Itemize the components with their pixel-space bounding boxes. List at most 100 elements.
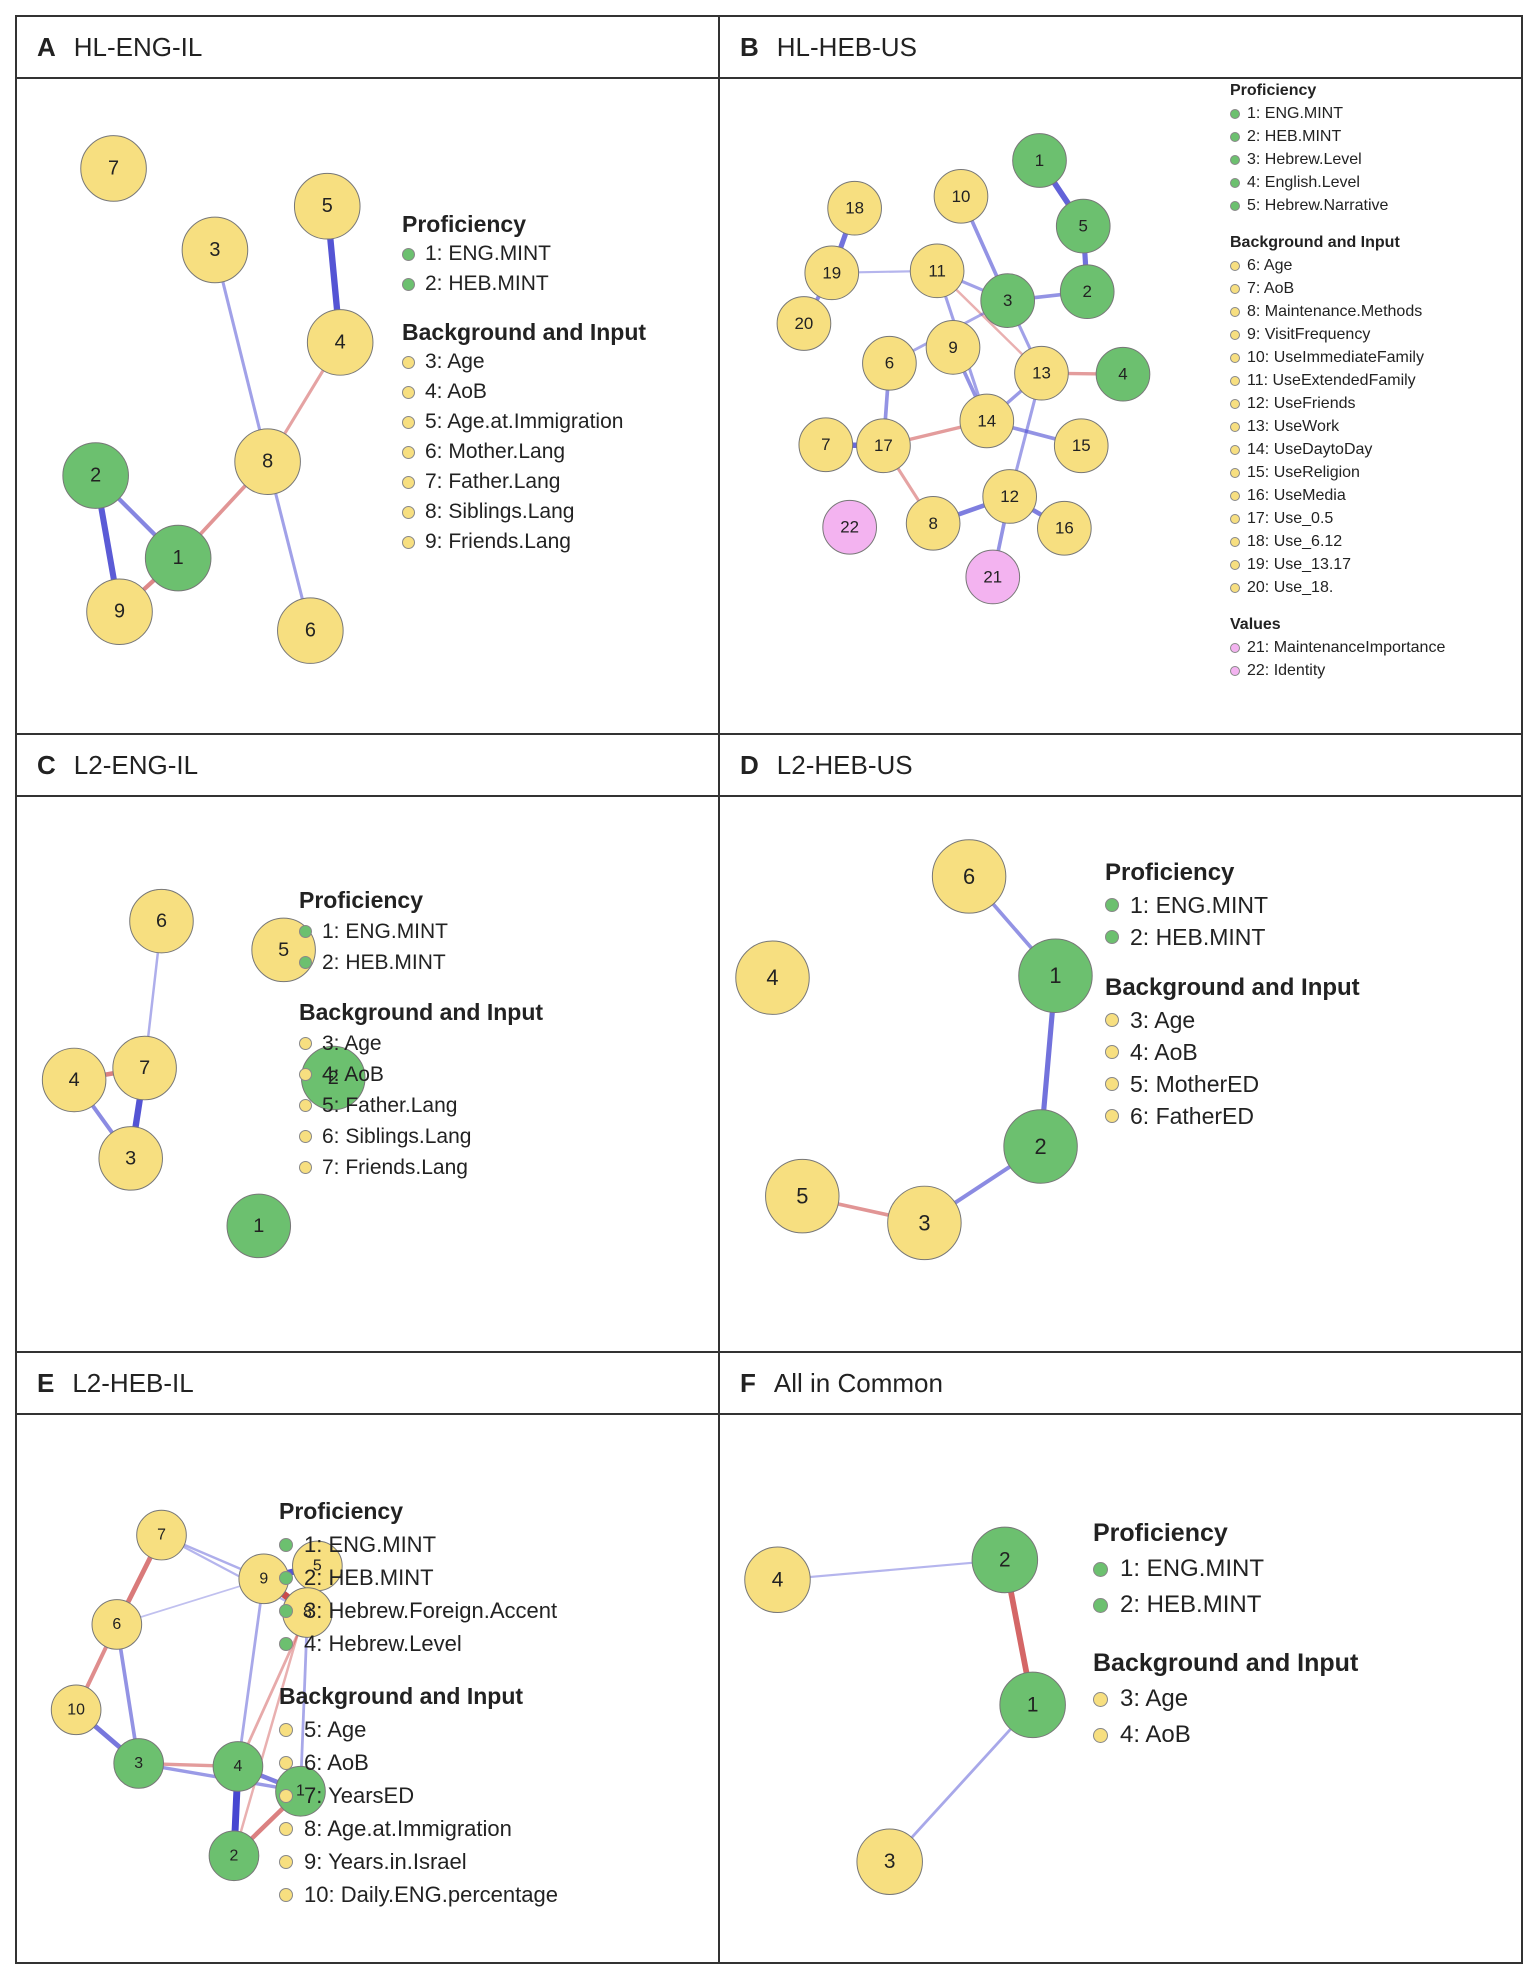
legend-label: 5: Father.Lang (322, 1094, 458, 1117)
legend-dot-icon (1105, 1109, 1119, 1123)
node-circle (41, 1047, 107, 1113)
node-3: 3 (856, 1828, 923, 1895)
legend-dot-icon (299, 925, 312, 938)
node-circle (804, 245, 860, 301)
legend-label: 4: AoB (425, 380, 487, 403)
legend-dot-icon (299, 1099, 312, 1112)
node-6: 6 (129, 888, 194, 954)
node-circle (1055, 198, 1111, 254)
legend-dot-icon (279, 1755, 293, 1770)
node-4: 4 (1095, 346, 1151, 402)
node-label: 6 (963, 864, 975, 889)
node-circle (113, 1738, 164, 1789)
legend-group-title: Proficiency (1230, 82, 1317, 99)
legend-dot-icon (1230, 375, 1240, 386)
legend-group-title: Background and Input (299, 999, 544, 1025)
node-circle (931, 839, 1007, 914)
legend-dot-icon (279, 1722, 293, 1737)
legend-item: 5: Age (279, 1713, 558, 1746)
panel-letter: C (37, 749, 56, 780)
node-circle (999, 1671, 1066, 1739)
legend-dot-icon (1230, 260, 1240, 271)
legend-label: 8: Siblings.Lang (425, 500, 575, 523)
node-3: 3 (113, 1738, 164, 1789)
legend-item: 3: Age (1093, 1681, 1358, 1717)
panel-title: HL-HEB-US (776, 31, 917, 62)
edge-1-3 (888, 1703, 1035, 1864)
legend-label: 5: Hebrew.Narrative (1247, 197, 1389, 214)
node-circle (144, 524, 212, 592)
legend-item: 1: ENG.MINT (279, 1528, 558, 1561)
legend-item: 6: Mother.Lang (402, 437, 646, 467)
legend-label: 1: ENG.MINT (322, 920, 449, 943)
node-label: 5 (796, 1184, 808, 1209)
legend-group-title: Background and Input (279, 1683, 524, 1709)
node-circle (1037, 500, 1092, 556)
legend-group-title: Proficiency (1093, 1519, 1228, 1547)
legend-label: 3: Age (322, 1032, 382, 1055)
node-label: 12 (1000, 487, 1019, 506)
node-1: 1 (1018, 938, 1093, 1013)
legend-label: 2: HEB.MINT (1247, 128, 1342, 145)
legend-label: 6: Age (1247, 257, 1293, 274)
node-1: 1 (275, 1765, 326, 1817)
legend-item: 11: UseExtendedFamily (1230, 369, 1445, 392)
node-circle (212, 1741, 264, 1792)
panel-letter: B (740, 31, 759, 62)
legend-item: 1: ENG.MINT (1105, 889, 1360, 921)
legend-item: 2: HEB.MINT (1093, 1587, 1358, 1623)
node-label: 3 (918, 1210, 930, 1235)
legend-label: 1: ENG.MINT (1120, 1555, 1265, 1582)
node-circle (208, 1830, 260, 1882)
node-label: 8 (303, 1604, 312, 1621)
legend-label: 5: Age (304, 1717, 367, 1742)
node-circle (1059, 264, 1115, 320)
node-circle (798, 417, 854, 473)
legend-item: 14: UseDaytoDay (1230, 438, 1445, 461)
node-label: 18 (845, 199, 864, 218)
node-label: 10 (952, 187, 971, 206)
node-circle (933, 168, 989, 224)
legend-label: 16: UseMedia (1247, 487, 1346, 504)
node-label: 17 (874, 436, 893, 455)
node-6: 6 (91, 1599, 143, 1650)
node-5: 5 (293, 172, 361, 240)
legend-label: 3: Age (1130, 1007, 1196, 1033)
legend-label: 10: Daily.ENG.percentage (304, 1882, 558, 1907)
node-label: 14 (977, 411, 996, 430)
legend-label: 5: MotherED (1130, 1071, 1260, 1097)
node-circle (827, 180, 882, 236)
legend-dot-icon (402, 385, 415, 399)
edge-8-1 (299, 1611, 309, 1793)
panel-letter: E (37, 1367, 55, 1398)
node-circle (306, 309, 374, 376)
legend-item: 7: Father.Lang (402, 467, 646, 497)
node-circle (112, 1035, 177, 1101)
node-circle (136, 1509, 187, 1561)
node-label: 9 (259, 1570, 268, 1587)
legend-item: 8: Age.at.Immigration (279, 1812, 558, 1845)
legend-item: 9: VisitFrequency (1230, 323, 1445, 346)
edge-4-2 (776, 1558, 1006, 1581)
node-13: 13 (1014, 345, 1069, 401)
legend-item: 1: ENG.MINT (299, 916, 543, 947)
legend-item: 8: Siblings.Lang (402, 497, 646, 527)
legend-label: 1: ENG.MINT (304, 1532, 437, 1557)
legend-dot-icon (1105, 930, 1119, 944)
legend-label: 9: VisitFrequency (1247, 326, 1371, 343)
node-6: 6 (277, 597, 344, 664)
node-circle (856, 418, 911, 474)
legend-item: 13: UseWork (1230, 415, 1445, 438)
legend-group-title: Background and Input (1105, 974, 1360, 1001)
legend-dot-icon (1105, 1013, 1119, 1027)
